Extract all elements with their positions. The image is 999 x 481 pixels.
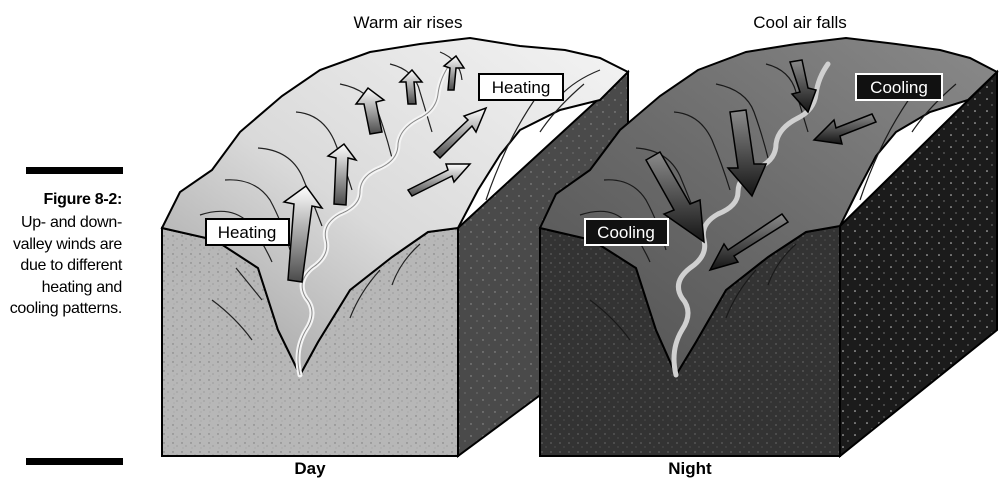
down-arrow-top	[789, 59, 817, 114]
down-valley-arrow-lower	[708, 212, 790, 272]
down-valley-arrow-upper	[812, 113, 878, 145]
day-callout-upper: Heating	[478, 73, 564, 101]
up-arrow-upper	[354, 86, 386, 135]
caption-top-rule	[26, 167, 123, 174]
up-arrow-mid	[326, 142, 358, 206]
night-callout-upper: Cooling	[855, 73, 943, 101]
day-valley-surface	[160, 36, 630, 378]
night-down-arrows	[644, 59, 878, 272]
up-arrow-top-left	[398, 68, 424, 105]
night-top-label: Cool air falls	[753, 13, 847, 32]
night-callout-lower-text: Cooling	[597, 223, 655, 242]
day-bottom-label: Day	[294, 459, 326, 478]
up-valley-arrow-1	[432, 106, 488, 160]
day-callout-upper-text: Heating	[492, 78, 551, 97]
day-top-label: Warm air rises	[354, 13, 463, 32]
figure-caption: Up- and down-valley winds are due to dif…	[9, 214, 123, 317]
day-callout-lower: Heating	[205, 218, 290, 246]
night-valley-surface	[538, 36, 999, 378]
caption-bottom-rule	[26, 458, 123, 465]
down-arrow-left	[644, 150, 705, 244]
down-arrow-mid	[726, 109, 768, 198]
night-callout-lower: Cooling	[584, 218, 669, 246]
up-arrow-top-right	[442, 54, 466, 91]
figure-number: Figure 8-2:	[43, 191, 123, 208]
caption-panel: Figure 8-2: Up- and down-valley winds ar…	[0, 0, 130, 481]
up-valley-arrow-2	[406, 163, 472, 197]
up-arrow-large	[282, 184, 324, 283]
day-callout-lower-text: Heating	[218, 223, 277, 242]
day-up-arrows	[282, 54, 488, 283]
night-river	[671, 61, 831, 378]
night-callout-upper-text: Cooling	[870, 78, 928, 97]
night-bottom-label: Night	[668, 459, 712, 478]
night-block	[538, 36, 999, 459]
